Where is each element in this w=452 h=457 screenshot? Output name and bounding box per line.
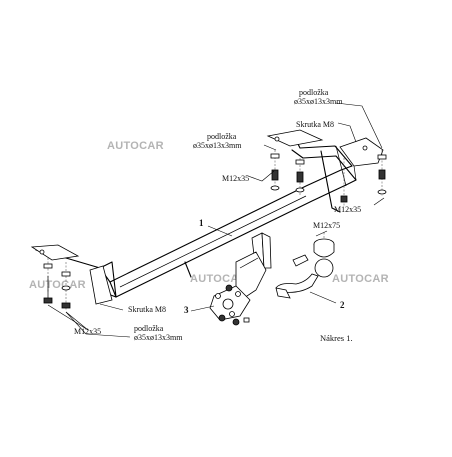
callout-pad-top-right-name: podložka [299, 88, 329, 97]
center-bracket [235, 232, 272, 299]
callout-screw-bottom-left: M12x35 [74, 327, 101, 336]
figure-caption: Nákres 1. [320, 333, 353, 343]
callout-pad-bottom-left: podložka ø35xø13x3mm [134, 324, 183, 342]
callout-screw-top-left: M12x35 [222, 174, 249, 183]
callout-pad-top-left-name: podložka [207, 132, 237, 141]
part-number-crossbar: 1 [199, 218, 204, 228]
fastener-set-right [340, 150, 387, 206]
socket-plate [209, 284, 251, 326]
callout-bolt-bottom-left: Skrutka M8 [128, 305, 166, 314]
callout-screw-ball: M12x75 [313, 221, 340, 230]
fastener-set-top [270, 150, 305, 195]
callout-pad-top-left: podložka ø35xø13x3mm [193, 132, 242, 150]
towball [275, 232, 335, 299]
crossbar [30, 129, 384, 305]
watermark-right: AUTOCAR [332, 273, 389, 285]
fastener-set-left [43, 258, 71, 310]
part-number-towball: 2 [340, 300, 345, 310]
part-number-socket-plate: 3 [184, 305, 189, 315]
callout-screw-right: M12x35 [334, 205, 361, 214]
watermark-left: AUTOCAR [29, 279, 86, 291]
callout-pad-bottom-left-size: ø35xø13x3mm [134, 333, 183, 342]
watermark-center: AUTOCAR [190, 273, 247, 285]
callout-pad-bottom-left-name: podložka [134, 324, 164, 333]
callout-pad-top-right: podložka ø35xø13x3mm [294, 88, 343, 106]
callout-pad-top-left-size: ø35xø13x3mm [193, 141, 242, 150]
leader-lines [47, 102, 385, 338]
callout-pad-top-right-size: ø35xø13x3mm [294, 97, 343, 106]
callout-bolt-top-right: Skrutka M8 [296, 120, 334, 129]
watermark-top: AUTOCAR [107, 140, 164, 152]
